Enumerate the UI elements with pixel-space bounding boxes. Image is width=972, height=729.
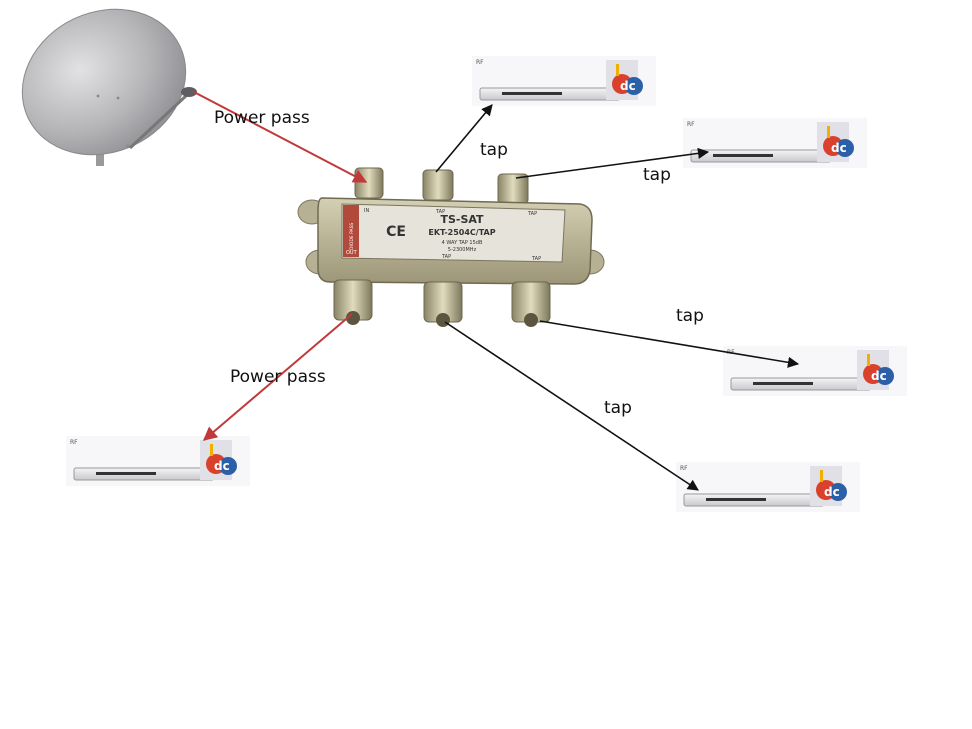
tap-label-3: tap <box>676 306 704 326</box>
receiver-logo-text: dc <box>620 79 636 93</box>
receiver-rf-label: RF <box>70 439 78 446</box>
receiver-rf-label: RF <box>687 121 695 128</box>
port-tap-label-top-2: TAP <box>527 211 537 217</box>
splitter-device <box>297 167 605 327</box>
receiver-logo-text: dc <box>214 459 230 473</box>
tap-arrow-middle-right <box>539 320 800 368</box>
port-tap-label-bottom-1: TAP <box>441 254 451 260</box>
port-in-label: IN <box>364 208 369 214</box>
splitter-brand: TS-SAT <box>440 213 484 226</box>
tap-arrow-top-right <box>515 147 710 179</box>
receiver-rf-label: RF <box>680 465 688 472</box>
power-pass-arrow-receiver <box>202 313 353 441</box>
power-pass-label-bottom: Power pass <box>230 367 326 387</box>
tap-arrow-bottom-right <box>444 321 699 491</box>
port-out-label: OUT <box>346 250 358 256</box>
satellite-dish <box>21 8 197 166</box>
receiver-logo-text: dc <box>871 369 887 383</box>
splitter-side-label: DIODE PASS <box>349 223 355 250</box>
splitter-spec-1: 4 WAY TAP 15dB <box>442 240 483 246</box>
splitter-spec-2: 5-2300MHz <box>448 247 477 253</box>
power-pass-label-top: Power pass <box>214 108 310 128</box>
tap-label-2: tap <box>643 165 671 185</box>
receiver-logo-text: dc <box>831 141 847 155</box>
tap-arrow-top-center <box>435 104 493 173</box>
receiver-rf-label: RF <box>476 59 484 66</box>
ce-mark: CE <box>386 224 406 240</box>
receiver-bottom-left: RF dc <box>66 436 250 486</box>
receiver-middle-right: RF dc <box>723 346 907 396</box>
tap-label-4: tap <box>604 398 632 418</box>
port-tap-label-bottom-2: TAP <box>531 256 541 262</box>
splitter-model: EKT-2504C/TAP <box>428 228 495 237</box>
power-pass-arrow-dish <box>193 91 368 183</box>
receiver-logo-text: dc <box>824 485 840 499</box>
receiver-bottom-right: RF dc <box>676 462 860 512</box>
receiver-top-center: RF dc <box>472 56 656 106</box>
receiver-top-right: RF dc <box>683 118 867 168</box>
tap-label-1: tap <box>480 140 508 160</box>
port-tap-label-top-1: TAP <box>435 209 445 215</box>
